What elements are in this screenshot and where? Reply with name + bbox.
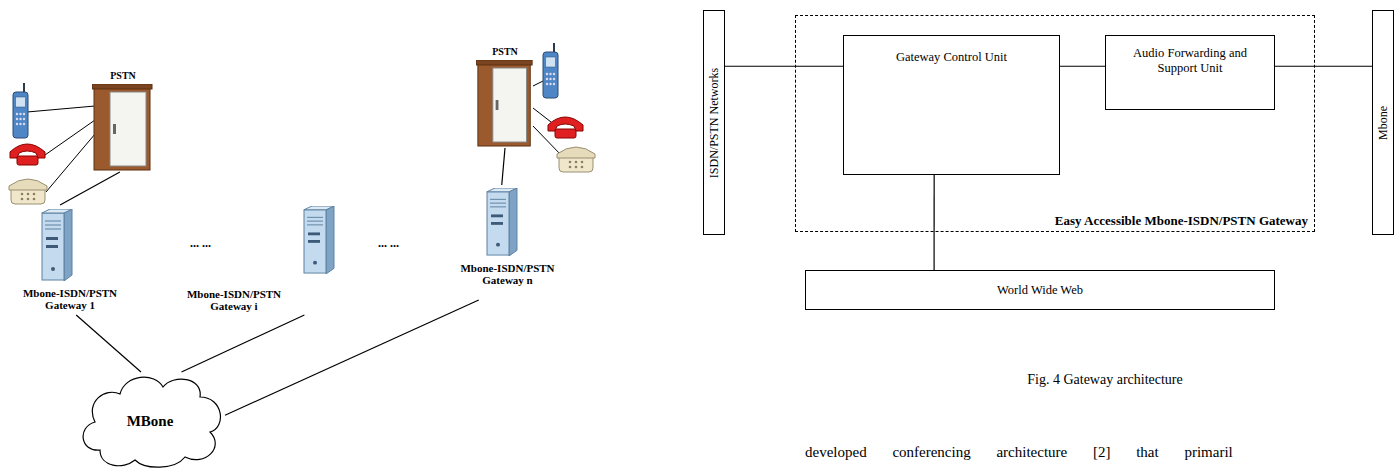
unit-label: World Wide Web	[997, 283, 1083, 298]
figure-caption: Fig. 4 Gateway architecture	[1005, 372, 1205, 388]
telephone-icon	[548, 117, 583, 138]
connector-line	[60, 172, 120, 205]
pstn-switch: PSTN	[92, 70, 154, 172]
gateway-label: Mbone-ISDN/PSTN Gateway 1	[8, 287, 132, 311]
gateway-label: Mbone-ISDN/PSTN Gateway n	[450, 262, 565, 286]
mobile-phone-icon	[13, 83, 28, 138]
bar-label: Mbone	[1376, 106, 1390, 140]
cloud-label: MBone	[75, 413, 225, 430]
gateway-boundary: Easy Accessible Mbone-ISDN/PSTN Gateway G…	[795, 15, 1315, 232]
telephone-icon	[10, 144, 45, 165]
server-icon	[40, 209, 74, 281]
connector-line	[1275, 66, 1372, 67]
connector-line	[502, 148, 505, 185]
connector-line	[1060, 66, 1105, 67]
connector-line	[934, 175, 935, 270]
unit-label: Gateway Control Unit	[844, 50, 1059, 65]
unit-label: Audio Forwarding and Support Unit	[1125, 46, 1255, 76]
switch-label: PSTN	[92, 70, 154, 82]
desk-phone-icon	[557, 147, 595, 172]
connector-line	[182, 315, 305, 372]
unit-box: Gateway Control Unit	[843, 35, 1060, 175]
unit-box: Audio Forwarding and Support Unit	[1105, 35, 1275, 110]
connector-line	[225, 300, 479, 415]
body-text: developed conferencing architecture [2] …	[805, 444, 1233, 461]
gateway-server: Mbone-ISDN/PSTN Gateway n	[450, 185, 565, 300]
ellipsis-mark: ... ...	[378, 236, 399, 251]
pstn-switch: PSTN	[476, 46, 534, 148]
unit-box: World Wide Web	[805, 270, 1275, 310]
network-bar: Mbone	[1372, 10, 1394, 235]
connector-line	[76, 315, 141, 372]
gateway-server: Mbone-ISDN/PSTN Gateway i	[170, 200, 338, 315]
network-bar: ISDN/PSTN Networks	[703, 10, 725, 235]
connector-line	[725, 66, 843, 67]
server-icon	[485, 188, 519, 256]
desk-phone-icon	[9, 179, 47, 204]
mobile-phone-icon	[543, 43, 558, 98]
boundary-label: Easy Accessible Mbone-ISDN/PSTN Gateway	[1055, 213, 1308, 229]
switch-label: PSTN	[476, 46, 534, 58]
switch-cabinet	[92, 84, 154, 172]
server-icon	[302, 206, 336, 274]
bar-label: ISDN/PSTN Networks	[707, 67, 721, 177]
gateway-label: Mbone-ISDN/PSTN Gateway i	[170, 288, 298, 312]
switch-cabinet	[476, 60, 534, 148]
gateway-server: Mbone-ISDN/PSTN Gateway 1	[8, 205, 132, 315]
network-cloud: MBone	[75, 372, 225, 468]
ellipsis-mark: ... ...	[190, 236, 211, 251]
